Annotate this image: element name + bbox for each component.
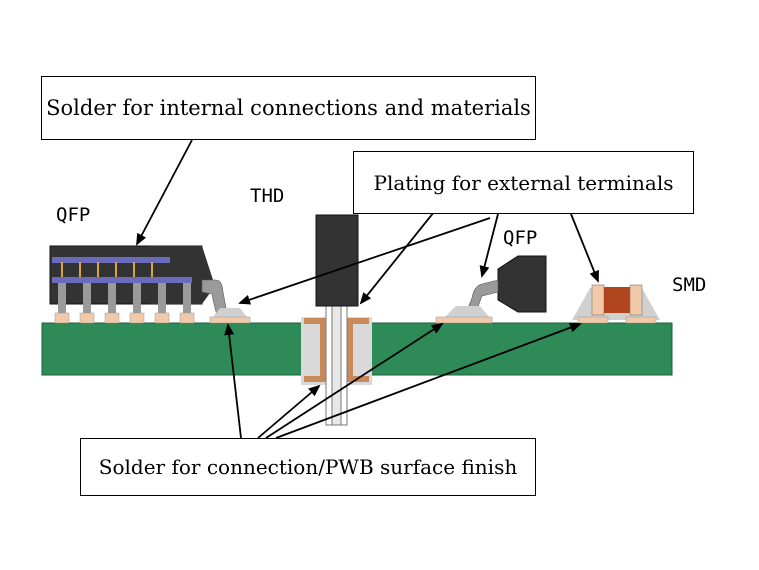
label-smd: SMD [672, 274, 707, 296]
label-qfp-left: QFP [56, 204, 91, 226]
qfp-right-package [435, 255, 547, 324]
arrow-connection-to-left-pad [224, 323, 242, 439]
arrow-internal-to-qfp [136, 139, 193, 246]
thd-component-body [315, 214, 359, 307]
qfp-left-package [49, 245, 251, 324]
arrow-plating-to-left-qfp-lead [238, 217, 491, 305]
arrow-connection-to-thd-barrel [257, 384, 321, 439]
arrow-connection-to-smd-pad [275, 322, 582, 439]
label-thd: THD [250, 185, 285, 207]
arrow-connection-to-qfp-pad [265, 322, 444, 439]
callout-internal-solder: Solder for internal connections and mate… [41, 76, 536, 140]
callout-connection-solder: Solder for connection/PWB surface finish [80, 438, 536, 496]
smd-chip [572, 284, 660, 324]
arrow-plating-to-smd-terminal [570, 213, 599, 283]
arrow-plating-to-thd-lead [359, 196, 447, 305]
label-qfp-right: QFP [503, 227, 538, 249]
callout-plating-external: Plating for external terminals [353, 151, 694, 214]
arrow-plating-to-right-qfp-lead [479, 213, 499, 278]
